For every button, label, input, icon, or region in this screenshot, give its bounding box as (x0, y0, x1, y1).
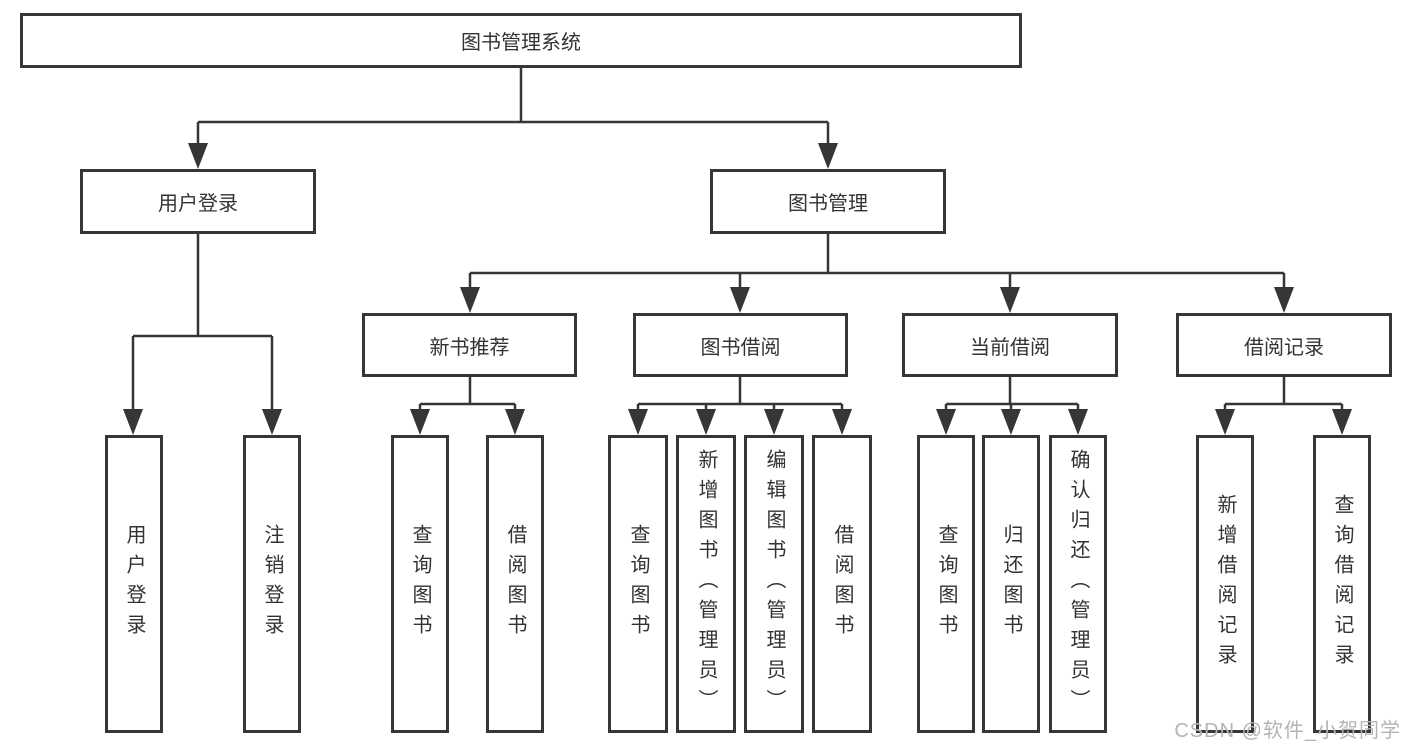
leaf-query-borrow-record: 查询借阅记录 (1313, 435, 1371, 733)
leaf-edit-books-admin-label: 编辑图书（管理员） (763, 449, 785, 719)
leaf-borrow-books-label: 借阅图书 (831, 524, 853, 644)
leaf-add-books-admin: 新增图书（管理员） (676, 435, 736, 733)
connector-bookborrow-to-leaves (628, 377, 852, 435)
node-user-login-label: 用户登录 (158, 193, 238, 215)
leaf-logout: 注销登录 (243, 435, 301, 733)
leaf-edit-books-admin: 编辑图书（管理员） (744, 435, 804, 733)
leaf-query-borrow-record-label: 查询借阅记录 (1331, 494, 1353, 674)
leaf-return-books-label: 归还图书 (1000, 524, 1022, 644)
node-current-borrow-label: 当前借阅 (970, 336, 1050, 359)
node-book-borrow: 图书借阅 (633, 313, 848, 377)
leaf-logout-label: 注销登录 (261, 524, 283, 644)
leaf-query-books-current-label: 查询图书 (935, 524, 957, 644)
leaf-add-borrow-record-label: 新增借阅记录 (1214, 494, 1236, 674)
node-book-borrow-label: 图书借阅 (700, 336, 781, 359)
node-new-book-recommend: 新书推荐 (362, 313, 577, 377)
node-root-label: 图书管理系统 (461, 32, 581, 54)
leaf-query-books-borrow: 查询图书 (608, 435, 668, 733)
leaf-return-books: 归还图书 (982, 435, 1040, 733)
csdn-watermark: CSDN @软件_小贺同学 (1174, 720, 1401, 742)
connector-recommend-to-leaves (410, 377, 525, 435)
leaf-borrow-books-recommend: 借阅图书 (486, 435, 544, 733)
leaf-query-books-recommend: 查询图书 (391, 435, 449, 733)
node-borrow-records-label: 借阅记录 (1244, 336, 1324, 359)
node-user-login: 用户登录 (80, 169, 316, 234)
leaf-borrow-books: 借阅图书 (812, 435, 872, 733)
node-borrow-records: 借阅记录 (1176, 313, 1392, 377)
leaf-confirm-return-admin: 确认归还（管理员） (1049, 435, 1107, 733)
leaf-borrow-books-recommend-label: 借阅图书 (504, 524, 526, 644)
connector-bookmgmt-to-level3 (460, 234, 1294, 313)
leaf-add-books-admin-label: 新增图书（管理员） (695, 449, 717, 719)
leaf-add-borrow-record: 新增借阅记录 (1196, 435, 1254, 733)
leaf-query-books-current: 查询图书 (917, 435, 975, 733)
connector-borrowrecords-to-leaves (1215, 377, 1352, 435)
connector-root-to-level2 (188, 68, 838, 169)
node-root: 图书管理系统 (20, 13, 1022, 68)
connector-currentborrow-to-leaves (936, 377, 1088, 435)
node-new-book-recommend-label: 新书推荐 (429, 336, 510, 359)
leaf-confirm-return-admin-label: 确认归还（管理员） (1067, 449, 1089, 719)
connector-userlogin-to-leaves (123, 234, 282, 435)
node-book-management: 图书管理 (710, 169, 946, 234)
leaf-query-books-recommend-label: 查询图书 (409, 524, 431, 644)
node-book-management-label: 图书管理 (788, 193, 868, 215)
node-current-borrow: 当前借阅 (902, 313, 1118, 377)
leaf-query-books-borrow-label: 查询图书 (627, 524, 649, 644)
leaf-user-login: 用户登录 (105, 435, 163, 733)
leaf-user-login-label: 用户登录 (123, 524, 145, 644)
